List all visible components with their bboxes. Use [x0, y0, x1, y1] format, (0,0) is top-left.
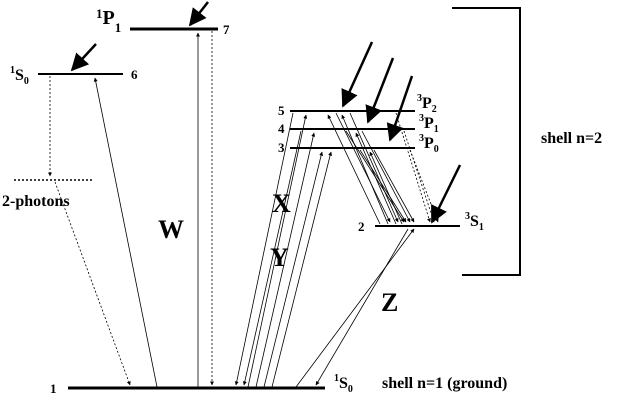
shell-n1-label: shell n=1 (ground)	[382, 375, 507, 392]
term-6-subscript: 0	[24, 76, 29, 87]
transition-p1-up	[255, 132, 316, 388]
term-symbol-level-3: 3P0	[419, 133, 439, 155]
two-photons-label: 2-photons	[2, 193, 70, 210]
transition-p2-to-s1-a	[335, 112, 391, 223]
transition-p0-up-b	[271, 151, 333, 388]
transition-s1-to-p2-b	[341, 114, 389, 225]
transition-x-down	[234, 112, 294, 386]
term-6-superscript: 1	[10, 65, 15, 76]
excitation-arrow-level-6	[70, 43, 97, 72]
term-4-superscript: 3	[419, 113, 424, 124]
term-2-subscript: 1	[479, 222, 484, 233]
term-symbol-level-4: 3P1	[419, 113, 439, 135]
excitation-arrow-level-2	[430, 164, 462, 224]
term-7-subscript: 1	[115, 20, 122, 35]
transition-p1-to-s1-b	[361, 130, 411, 223]
term-5-subscript: 2	[432, 104, 437, 115]
transition-p0-up-a	[263, 151, 324, 388]
term-4-subscript: 1	[434, 124, 439, 135]
level-number-3: 3	[278, 140, 285, 155]
transition-label-y: Y	[270, 243, 289, 272]
level-number-6: 6	[131, 67, 138, 82]
excitation-arrow-level-5-b	[365, 57, 395, 124]
transition-p1-down	[242, 130, 302, 386]
level-number-ground: 1	[50, 381, 57, 396]
term-symbol-level-5: 3P2	[417, 93, 437, 115]
excitation-ground-to-6	[93, 77, 158, 388]
term-7-letter: P	[103, 7, 115, 29]
term-3-letter: P	[424, 135, 434, 152]
transition-p2-to-s1-b	[349, 112, 399, 223]
decay-p0-to-s1-dotted	[409, 149, 439, 223]
term-5-letter: P	[422, 95, 432, 112]
term-symbol-level-7: 1P1	[96, 6, 121, 35]
shell-n2-label: shell n=2	[541, 130, 602, 147]
term-symbol-ground: 1S0	[334, 373, 353, 395]
level-number-2: 2	[358, 219, 365, 234]
level-number-7: 7	[223, 22, 230, 37]
term-2-letter: S	[470, 213, 479, 230]
transition-label-x: X	[272, 189, 291, 218]
term-2-superscript: 3	[465, 211, 470, 222]
transition-label-z: Z	[381, 288, 398, 317]
shell-n2-bracket	[452, 7, 521, 276]
term-ground-letter: S	[339, 375, 348, 392]
decay-p2-to-s1-dotted	[395, 112, 431, 223]
level-number-4: 4	[278, 121, 285, 136]
term-ground-subscript: 0	[348, 384, 353, 395]
term-symbol-level-6: 1S0	[10, 65, 29, 87]
transition-s1-to-p0	[369, 151, 403, 225]
transition-y-up	[247, 114, 308, 388]
excitation-arrow-level-5-a	[341, 41, 374, 108]
transition-z-up	[295, 228, 415, 388]
transition-p0-to-s1-a	[359, 149, 407, 223]
term-6-letter: S	[15, 67, 24, 84]
decay-virtual-to-ground	[54, 181, 131, 386]
excitation-arrow-level-4	[386, 75, 414, 142]
level-number-5: 5	[278, 103, 285, 118]
transition-s1-to-p2-a	[327, 114, 381, 225]
transition-s1-to-p1	[355, 132, 397, 225]
excitation-arrow-level-7	[188, 1, 209, 27]
term-7-superscript: 1	[96, 6, 103, 21]
term-5-superscript: 3	[417, 93, 422, 104]
transition-p0-to-s1-b	[373, 149, 415, 223]
term-3-superscript: 3	[419, 133, 424, 144]
term-3-subscript: 0	[434, 144, 439, 155]
transition-label-w: W	[158, 215, 184, 244]
term-ground-superscript: 1	[334, 373, 339, 384]
term-4-letter: P	[424, 115, 434, 132]
transition-z-down	[315, 228, 409, 386]
term-symbol-level-2: 3S1	[465, 211, 484, 233]
